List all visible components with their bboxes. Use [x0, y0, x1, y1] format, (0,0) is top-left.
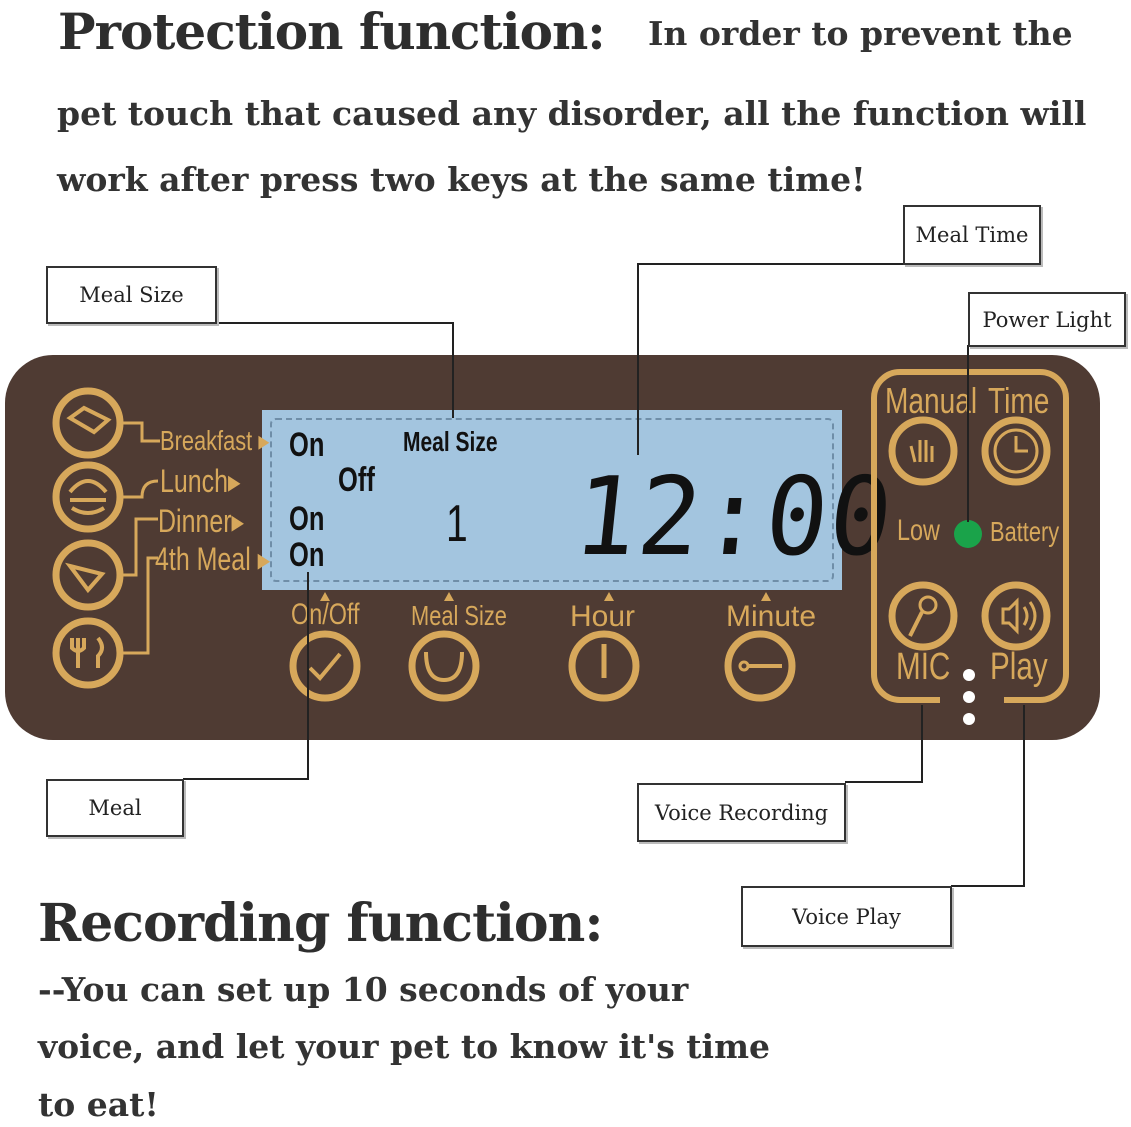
battery-label: Battery — [990, 516, 1060, 547]
recording-title: Recording function: — [38, 893, 604, 954]
mic-label: MIC — [896, 646, 951, 688]
protection-line1: In order to prevent the — [648, 14, 1073, 53]
meal-label-breakfast: Breakfast ▸ — [160, 425, 270, 456]
meal-size-button[interactable] — [408, 630, 480, 702]
lcd-meal-size-label: Meal Size — [403, 426, 498, 457]
recording-line1: --You can set up 10 seconds of your — [38, 970, 689, 1009]
lunch-button[interactable] — [52, 461, 124, 533]
power-led — [954, 520, 982, 548]
callout-meal-size: Meal Size — [46, 266, 217, 324]
protection-line3: work after press two keys at the same ti… — [57, 160, 866, 199]
callout-meal: Meal — [46, 779, 184, 837]
play-button[interactable] — [981, 581, 1051, 651]
manual-label: Manual — [885, 380, 978, 421]
callout-meal-time: Meal Time — [903, 205, 1041, 265]
low-label: Low — [897, 514, 940, 547]
lcd-meal-size-value: 1 — [446, 495, 468, 553]
minute-label: Minute — [726, 600, 817, 633]
lcd-dinner-state: On — [289, 500, 325, 538]
play-label: Play — [990, 646, 1048, 688]
meal-label-lunch: Lunch▸ — [160, 463, 241, 499]
callout-voice-play: Voice Play — [741, 886, 952, 947]
dinner-button[interactable] — [52, 539, 124, 611]
hour-button[interactable] — [568, 630, 640, 702]
protection-line2: pet touch that caused any disorder, all … — [57, 94, 1087, 133]
recording-line2: voice, and let your pet to know it's tim… — [38, 1027, 770, 1066]
manual-button[interactable] — [888, 416, 958, 486]
time-label: Time — [988, 380, 1050, 421]
protection-title: Protection function: — [58, 2, 606, 61]
lcd-lunch-state: Off — [338, 461, 375, 499]
time-button[interactable] — [981, 416, 1051, 486]
onoff-button[interactable] — [289, 630, 361, 702]
meal-label-dinner: Dinner▸ — [158, 503, 245, 539]
meal-size-button-label: Meal Size — [411, 600, 507, 631]
breakfast-button[interactable] — [52, 387, 124, 459]
lcd-4th-meal-state: On — [289, 536, 325, 574]
mic-button[interactable] — [888, 581, 958, 651]
4th-meal-button[interactable] — [52, 617, 124, 689]
recording-line3: to eat! — [38, 1085, 159, 1124]
minute-button[interactable] — [724, 630, 796, 702]
meal-label-4th-meal: 4th Meal ▸ — [155, 541, 271, 577]
hour-label: Hour — [570, 600, 636, 633]
callout-power-light: Power Light — [968, 292, 1126, 347]
lcd-breakfast-state: On — [289, 426, 325, 464]
onoff-label: On/Off — [291, 598, 360, 631]
callout-voice-recording: Voice Recording — [637, 783, 846, 842]
lcd-display — [262, 410, 842, 590]
